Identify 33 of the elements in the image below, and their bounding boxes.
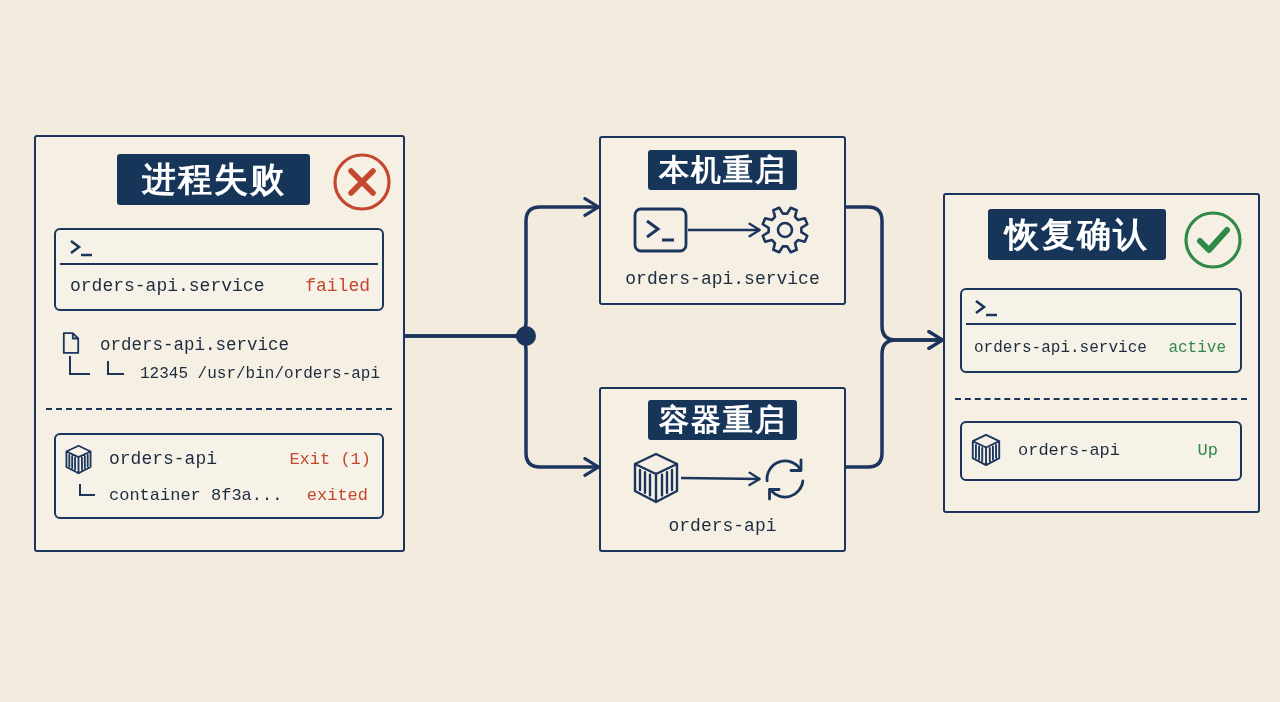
panel-title: 本机重启 <box>648 150 797 190</box>
unit-file-name: orders-api.service <box>100 334 290 356</box>
panel-card <box>599 136 846 305</box>
container-name: orders-api <box>668 516 777 538</box>
container-icon <box>631 451 681 505</box>
terminal-icon <box>633 207 688 253</box>
status-text: failed <box>305 276 370 298</box>
panel-title: 容器重启 <box>648 400 797 440</box>
status-text: exited <box>306 485 368 507</box>
arrow <box>405 334 601 477</box>
arrow <box>688 222 761 238</box>
terminal-card <box>54 228 384 311</box>
container-id: container 8f3a... <box>109 485 283 507</box>
container-card <box>960 421 1242 481</box>
gear-icon <box>760 205 810 255</box>
panel-title: 进程失败 <box>117 154 310 205</box>
panel-card <box>34 135 405 552</box>
service-name: orders-api.service <box>974 339 1147 359</box>
service-name: orders-api.service <box>70 276 265 298</box>
panel-card <box>599 387 846 552</box>
container-name: orders-api <box>109 449 218 471</box>
service-name: orders-api.service <box>625 269 820 291</box>
container-name: orders-api <box>1018 440 1121 462</box>
arrow <box>681 471 761 487</box>
panel-card <box>943 193 1260 513</box>
arrow <box>846 330 945 469</box>
container-card <box>54 433 384 519</box>
panel-title: 恢复确认 <box>988 209 1166 260</box>
status-text: active <box>1168 339 1226 359</box>
status-text: Exit (1) <box>289 449 371 471</box>
process-path: 12345 /usr/bin/orders-api <box>140 365 381 385</box>
terminal-card <box>960 288 1242 373</box>
status-text: Up <box>1197 440 1218 462</box>
